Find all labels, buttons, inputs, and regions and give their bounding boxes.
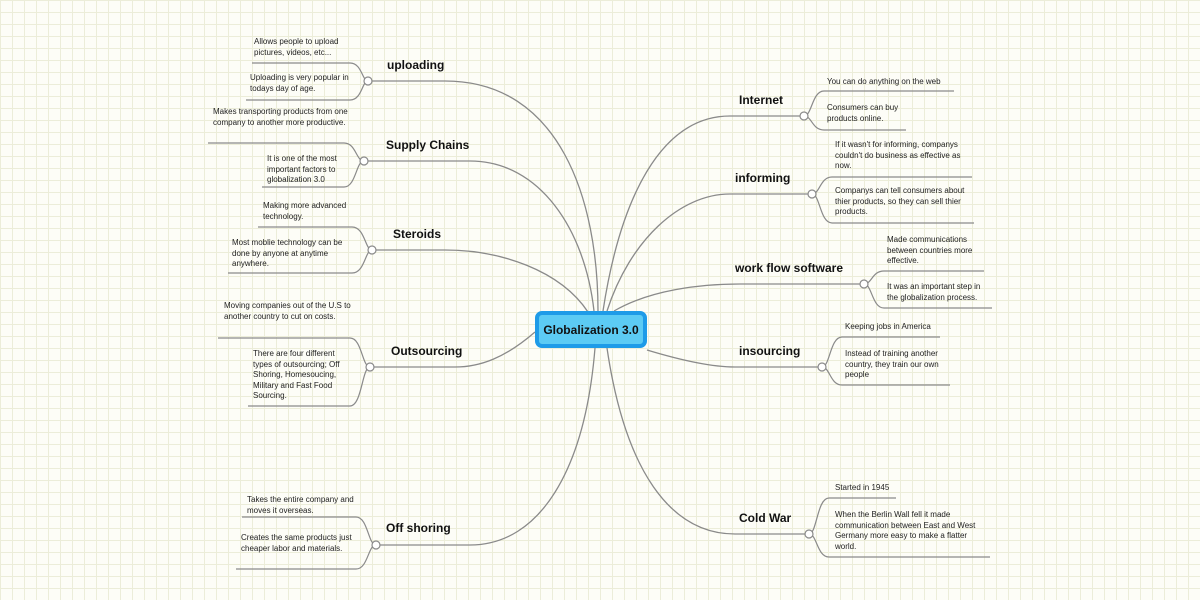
note-supply-chains-1[interactable]: Makes transporting products from one com… [213, 107, 348, 127]
collapse-toggle-uploading[interactable] [363, 76, 373, 86]
connector-steroids [372, 249, 589, 313]
note-internet-2[interactable]: Consumers can buy products online. [827, 103, 899, 123]
collapse-toggle-informing[interactable] [807, 189, 817, 199]
note-uploading-2[interactable]: Uploading is very popular in todays day … [250, 73, 349, 93]
collapse-toggle-steroids[interactable] [367, 245, 377, 255]
connector-work-flow [613, 283, 864, 312]
note-steroids-1[interactable]: Making more advanced technology. [263, 201, 347, 221]
note-supply-chains-2[interactable]: It is one of the most important factors … [267, 154, 337, 184]
connector-off-shoring [376, 347, 596, 546]
note-uploading-1[interactable]: Allows people to upload pictures, videos… [254, 37, 339, 57]
note-outsourcing-1[interactable]: Moving companies out of the U.S to anoth… [224, 301, 351, 321]
topic-work-flow-software[interactable]: work flow software [735, 261, 844, 275]
note-outsourcing-2[interactable]: There are four different types of outsou… [253, 349, 340, 400]
collapse-toggle-off-shoring[interactable] [371, 540, 381, 550]
connector-supply-chains [364, 160, 595, 312]
collapse-toggle-cold-war[interactable] [804, 529, 814, 539]
note-off-shoring-2[interactable]: Creates the same products just cheaper l… [241, 533, 352, 553]
note-cold-war-1[interactable]: Started in 1945 [835, 483, 890, 492]
connector-informing [606, 193, 812, 312]
topic-off-shoring[interactable]: Off shoring [386, 521, 451, 535]
topic-supply-chains[interactable]: Supply Chains [386, 138, 470, 152]
note-informing-1[interactable]: If it wasn't for informing, companys cou… [835, 140, 961, 170]
collapse-toggle-work-flow[interactable] [859, 279, 869, 289]
topic-outsourcing[interactable]: Outsourcing [391, 344, 463, 358]
topic-steroids[interactable]: Steroids [393, 227, 442, 241]
collapse-toggle-supply-chains[interactable] [359, 156, 369, 166]
topic-cold-war[interactable]: Cold War [739, 511, 792, 525]
note-internet-1[interactable]: You can do anything on the web [827, 77, 941, 86]
central-topic-label: Globalization 3.0 [543, 322, 639, 337]
central-topic[interactable]: Globalization 3.0 [535, 311, 647, 348]
note-insourcing-1[interactable]: Keeping jobs in America [845, 322, 931, 331]
note-work-flow-2[interactable]: It was an important step in the globaliz… [887, 282, 981, 302]
connector-uploading [368, 80, 599, 312]
collapse-toggle-insourcing[interactable] [817, 362, 827, 372]
note-informing-2[interactable]: Companys can tell consumers about thier … [835, 186, 965, 216]
collapse-toggle-outsourcing[interactable] [365, 362, 375, 372]
connector-cold-war [606, 347, 809, 535]
connector-internet [602, 115, 804, 312]
topic-insourcing[interactable]: insourcing [739, 344, 801, 358]
connector-insourcing [646, 349, 822, 368]
topic-uploading[interactable]: uploading [387, 58, 445, 72]
note-off-shoring-1[interactable]: Takes the entire company and moves it ov… [247, 495, 354, 515]
note-cold-war-2[interactable]: When the Berlin Wall fell it made commun… [835, 510, 976, 551]
collapse-toggle-internet[interactable] [799, 111, 809, 121]
topic-informing[interactable]: informing [735, 171, 791, 185]
note-steroids-2[interactable]: Most moblie technology can be done by an… [232, 238, 343, 268]
connector-outsourcing [370, 331, 536, 368]
topic-internet[interactable]: Internet [739, 93, 784, 107]
note-insourcing-2[interactable]: Instead of training another country, the… [845, 349, 939, 379]
note-work-flow-1[interactable]: Made communications between countries mo… [887, 235, 973, 265]
